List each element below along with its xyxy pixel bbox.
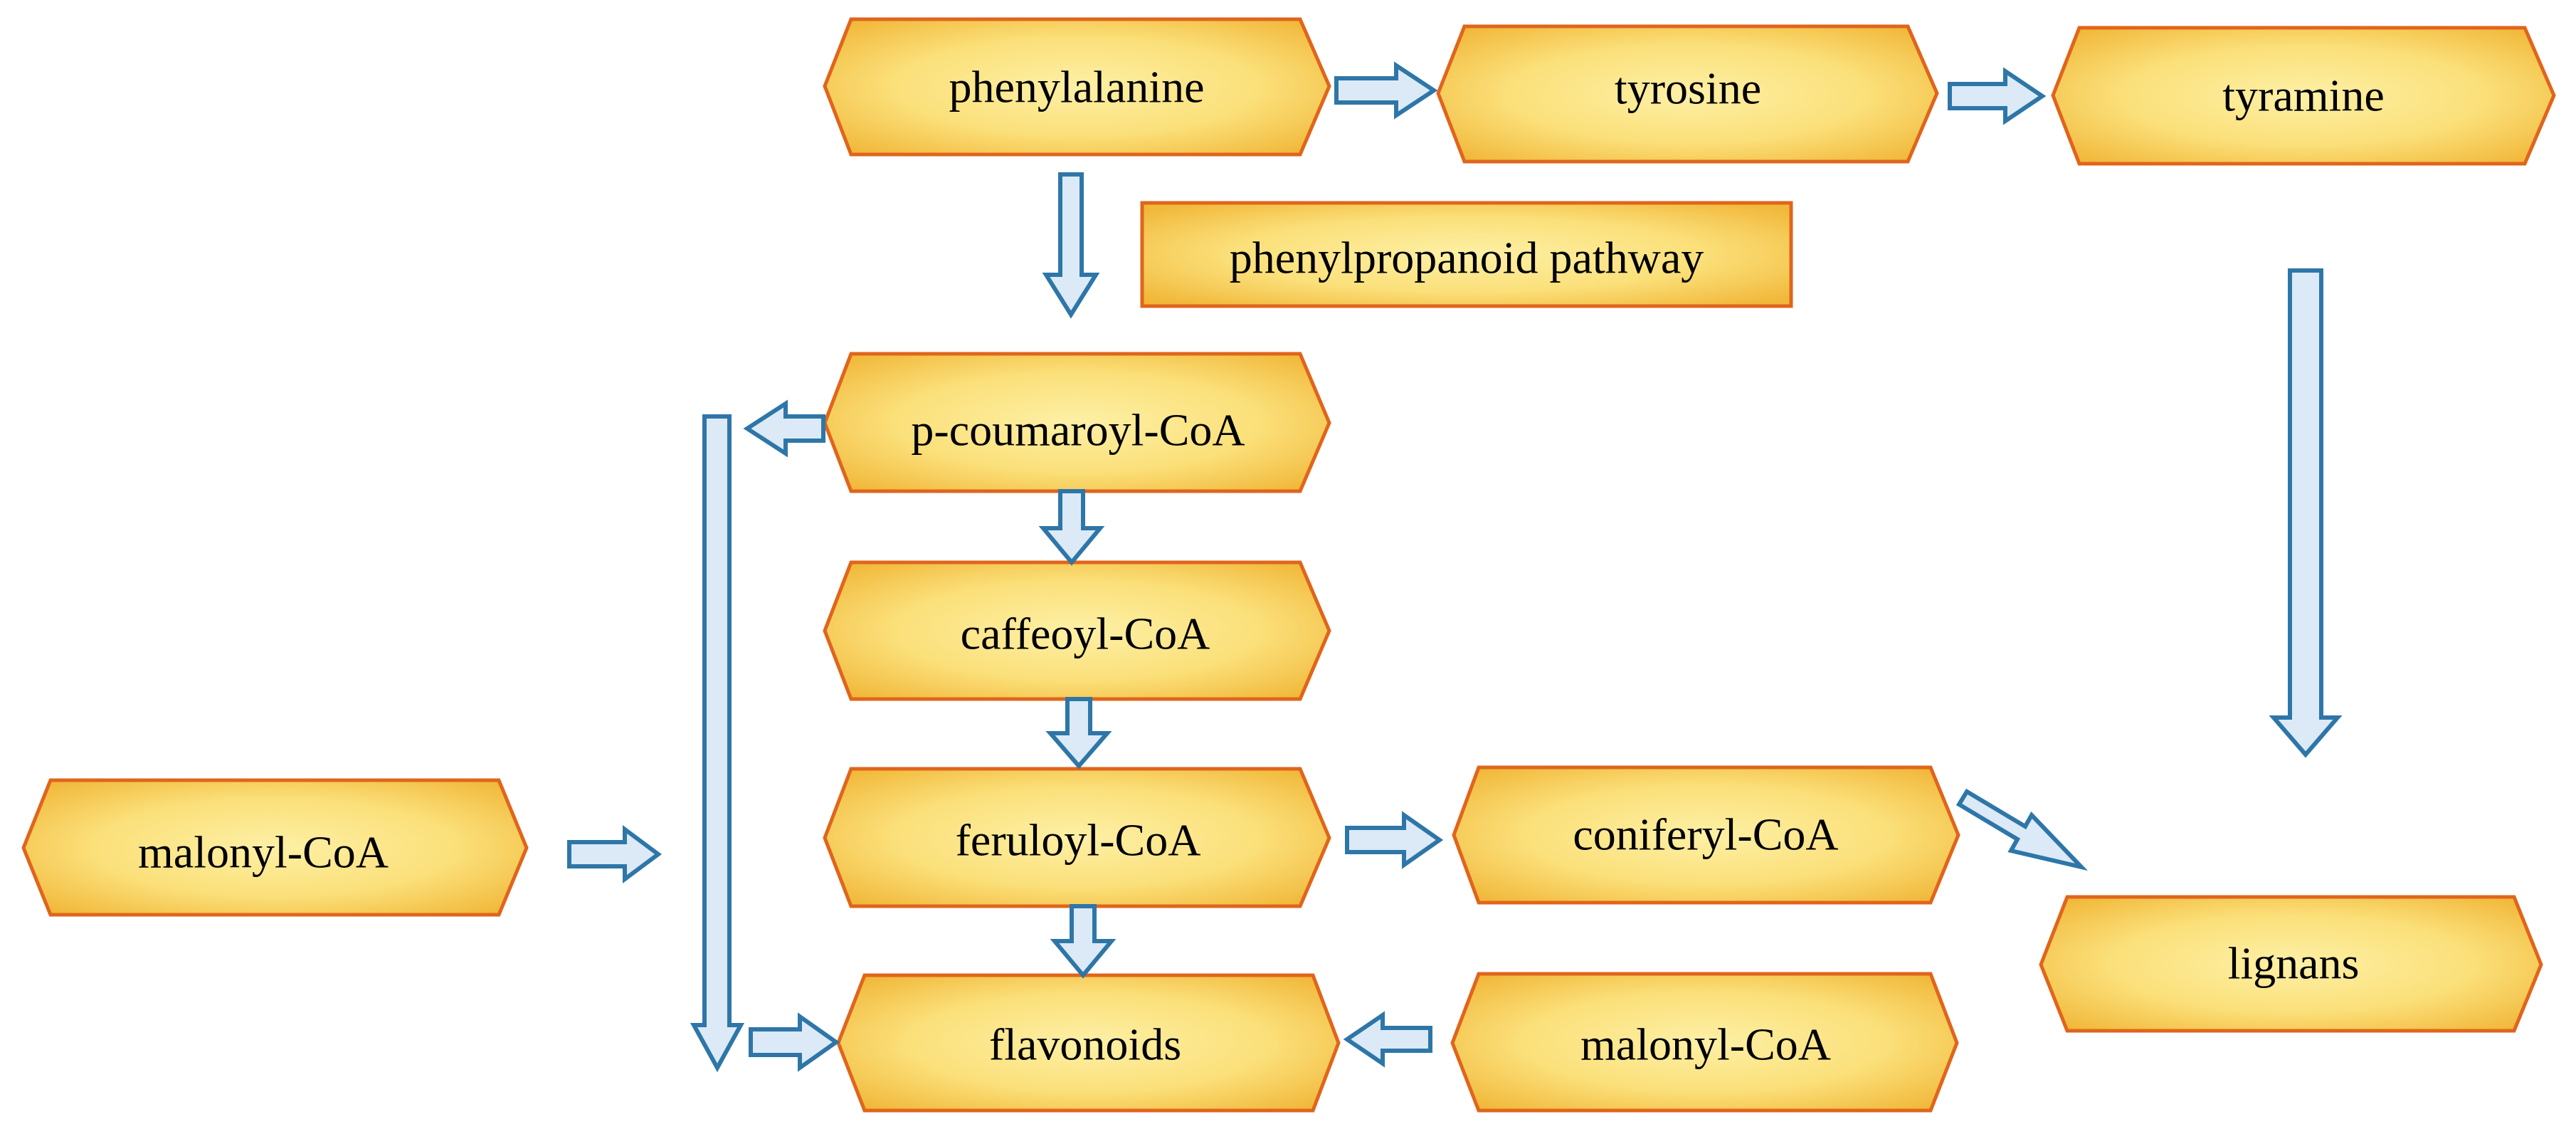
node-label: malonyl-CoA [138,827,389,878]
arrow-malonyl-left-to-channel [567,825,663,883]
node-feruloyl-coa: feruloyl-CoA [823,767,1331,908]
node-label: lignans [2228,938,2360,989]
arrow-malonyl-right-to-flavonoids [1343,1011,1432,1068]
node-malonyl-coa-right: malonyl-CoA [1450,972,1959,1113]
arrow-p-coumaroyl-to-channel [743,399,825,458]
arrow-phenylalanine-to-tyrosine [1334,61,1438,120]
arrow-feruloyl-to-coniferyl [1345,811,1444,869]
node-malonyl-coa-left: malonyl-CoA [21,778,529,917]
node-p-coumaroyl-coa: p-coumaroyl-CoA [823,352,1331,493]
node-phenylpropanoid-pathway: phenylpropanoid pathway [1140,201,1793,308]
arrow-phenylalanine-to-p-coumaroyl [1042,172,1100,319]
node-label: malonyl-CoA [1580,1019,1831,1070]
node-label: p-coumaroyl-CoA [911,405,1245,456]
arrow-channel-to-flavonoids [749,1012,840,1072]
arrow-caffeoyl-to-feruloyl [1045,697,1112,770]
node-label: phenylpropanoid pathway [1230,233,1704,283]
node-label: caffeoyl-CoA [961,609,1210,659]
arrow-coniferyl-to-lignans [1955,788,2089,871]
arrow-tyramine-to-lignans [2269,268,2343,758]
node-tyramine: tyramine [2051,26,2556,166]
node-phenylalanine: phenylalanine [823,17,1331,157]
node-label: phenylalanine [949,62,1205,112]
node-label: feruloyl-CoA [956,815,1201,866]
arrow-channel-down [690,414,745,1073]
arrow-p-coumaroyl-to-caffeoyl [1038,489,1105,566]
node-caffeoyl-coa: caffeoyl-CoA [823,560,1331,701]
arrow-tyrosine-to-tyramine [1948,67,2047,125]
node-label: coniferyl-CoA [1573,809,1838,860]
node-flavonoids: flavonoids [836,973,1341,1113]
node-coniferyl-coa: coniferyl-CoA [1452,765,1960,905]
node-label: tyrosine [1615,63,1761,114]
node-label: flavonoids [989,1019,1181,1070]
node-lignans: lignans [2039,895,2543,1033]
node-tyrosine: tyrosine [1436,24,1939,164]
node-label: tyramine [2222,70,2384,121]
arrow-feruloyl-to-flavonoids [1050,904,1117,979]
